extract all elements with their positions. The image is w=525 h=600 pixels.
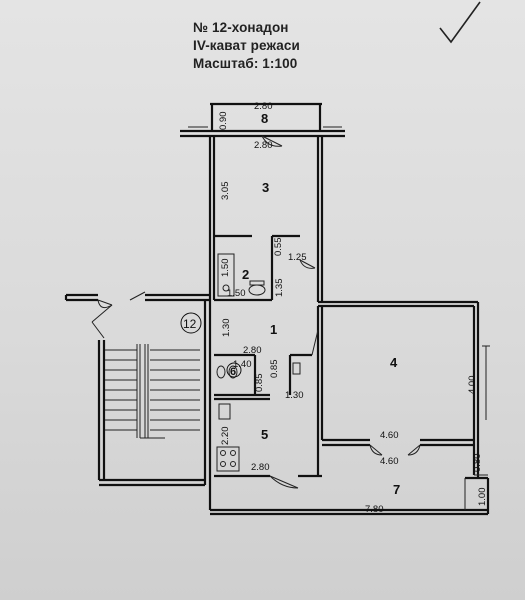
dim-top-width: 2.80 [254,101,273,112]
dim-hall-130-h: 1.30 [285,390,304,401]
dim-r4-460a: 4.60 [380,430,399,441]
check-mark-icon [439,1,481,44]
dim-r5-220: 2.20 [220,427,231,446]
dim-r6-085a: 0.85 [269,360,280,379]
scale-label: Масштаб: 1:100 [193,56,298,71]
dim-r2-055: 0.55 [273,238,284,257]
dim-r2-125: 1.25 [288,252,307,263]
apartment-title: № 12-хонадон [193,20,289,35]
room-4-label: 4 [390,355,398,370]
dim-r4-400: 4.00 [467,376,478,395]
dim-r6-140: 1.40 [233,359,252,370]
apartment-tag: 12 [183,317,197,331]
dim-r2-135: 1.35 [274,279,285,298]
room-2-label: 2 [242,267,249,282]
room-1-label: 1 [270,322,277,337]
walls [64,102,490,516]
dim-r7-780: 7.80 [365,504,384,515]
apartment-tag-circle [180,312,202,334]
room-8-label: 8 [261,111,268,126]
dim-r8-bottom: 2.80 [254,140,273,151]
room-3-label: 3 [262,180,269,195]
dim-hall-280: 2.80 [243,345,262,356]
staircase [105,344,200,439]
dim-r5-280: 2.80 [251,462,270,473]
dim-balcony-depth: 0.90 [218,112,229,131]
dim-r3-height: 3.05 [220,182,231,201]
plan-details [91,126,490,510]
room-7-label: 7 [393,482,400,497]
room-6-circle [226,362,242,378]
dim-r7-100: 1.00 [477,488,488,507]
dim-r6-085b: 0.85 [254,374,265,393]
dim-r7-080: 0.80 [472,454,483,473]
dim-r2-150-h: 1.50 [227,288,246,299]
room-6-label: 6 [230,366,236,378]
dim-hall-130-v: 1.30 [221,319,232,338]
room-5-label: 5 [261,427,268,442]
floor-title: IV-кават режаси [193,38,300,53]
dim-r2-150-v: 1.50 [220,259,231,278]
dim-r4-460b: 4.60 [380,456,399,467]
